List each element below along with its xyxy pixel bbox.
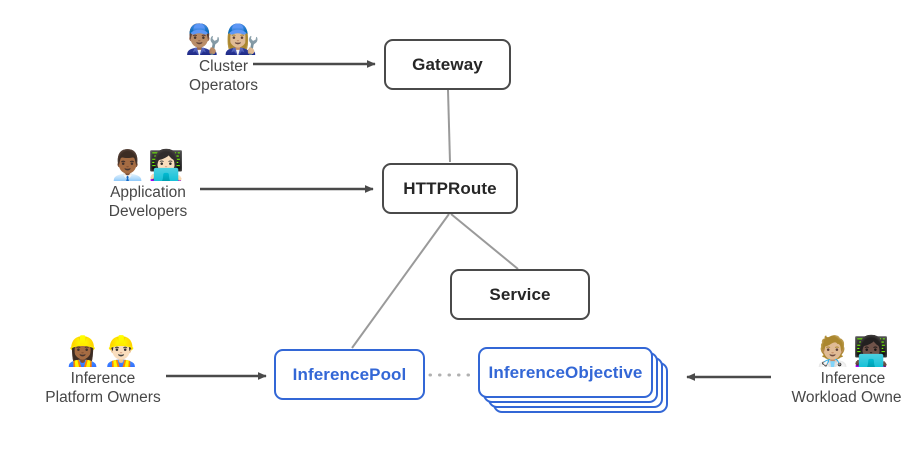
node-service-label: Service [489,284,551,304]
node-inferencepool-label: InferencePool [292,364,407,384]
node-inferencepool[interactable]: InferencePool [274,349,425,400]
node-gateway-label: Gateway [412,54,483,74]
node-httproute[interactable]: HTTPRoute [382,163,518,214]
inference-workload-owners-icon: 🧑🏼‍⚕️👩🏿‍💻 [814,334,892,368]
node-service[interactable]: Service [450,269,590,320]
cluster-operators-label: Cluster Operators [189,58,258,94]
application-developers-label: Application Developers [108,184,188,220]
inference-workload-owners-label: Inference Workload Owners [791,370,902,406]
link-httproute-inferencepool [351,213,450,349]
link-httproute-service [450,213,519,270]
node-httproute-label: HTTPRoute [403,178,497,198]
inference-platform-owners-icon: 👷🏾‍♀️👷🏻‍♂️ [64,334,142,368]
application-developers-icon: 👨🏾‍💼👩🏻‍💻 [109,148,187,182]
node-gateway[interactable]: Gateway [384,39,511,90]
node-inferenceobjective-stack[interactable]: InferenceObjective [478,347,668,413]
persona-inference-workload-owners: 🧑🏼‍⚕️👩🏿‍💻 Inference Workload Owners [770,334,902,407]
persona-application-developers: 👨🏾‍💼👩🏻‍💻 Application Developers [83,148,213,221]
inference-platform-owners-label: Inference Platform Owners [45,370,161,406]
node-inferenceobjective-label: InferenceObjective [488,362,643,382]
cluster-operators-icon: 👨🏽‍🔧👩🏼‍🔧 [185,22,262,56]
persona-cluster-operators: 👨🏽‍🔧👩🏼‍🔧 Cluster Operators [160,22,287,95]
link-gateway-httproute [447,89,451,163]
persona-inference-platform-owners: 👷🏾‍♀️👷🏻‍♂️ Inference Platform Owners [23,334,183,407]
node-inferenceobjective[interactable]: InferenceObjective [478,347,653,398]
